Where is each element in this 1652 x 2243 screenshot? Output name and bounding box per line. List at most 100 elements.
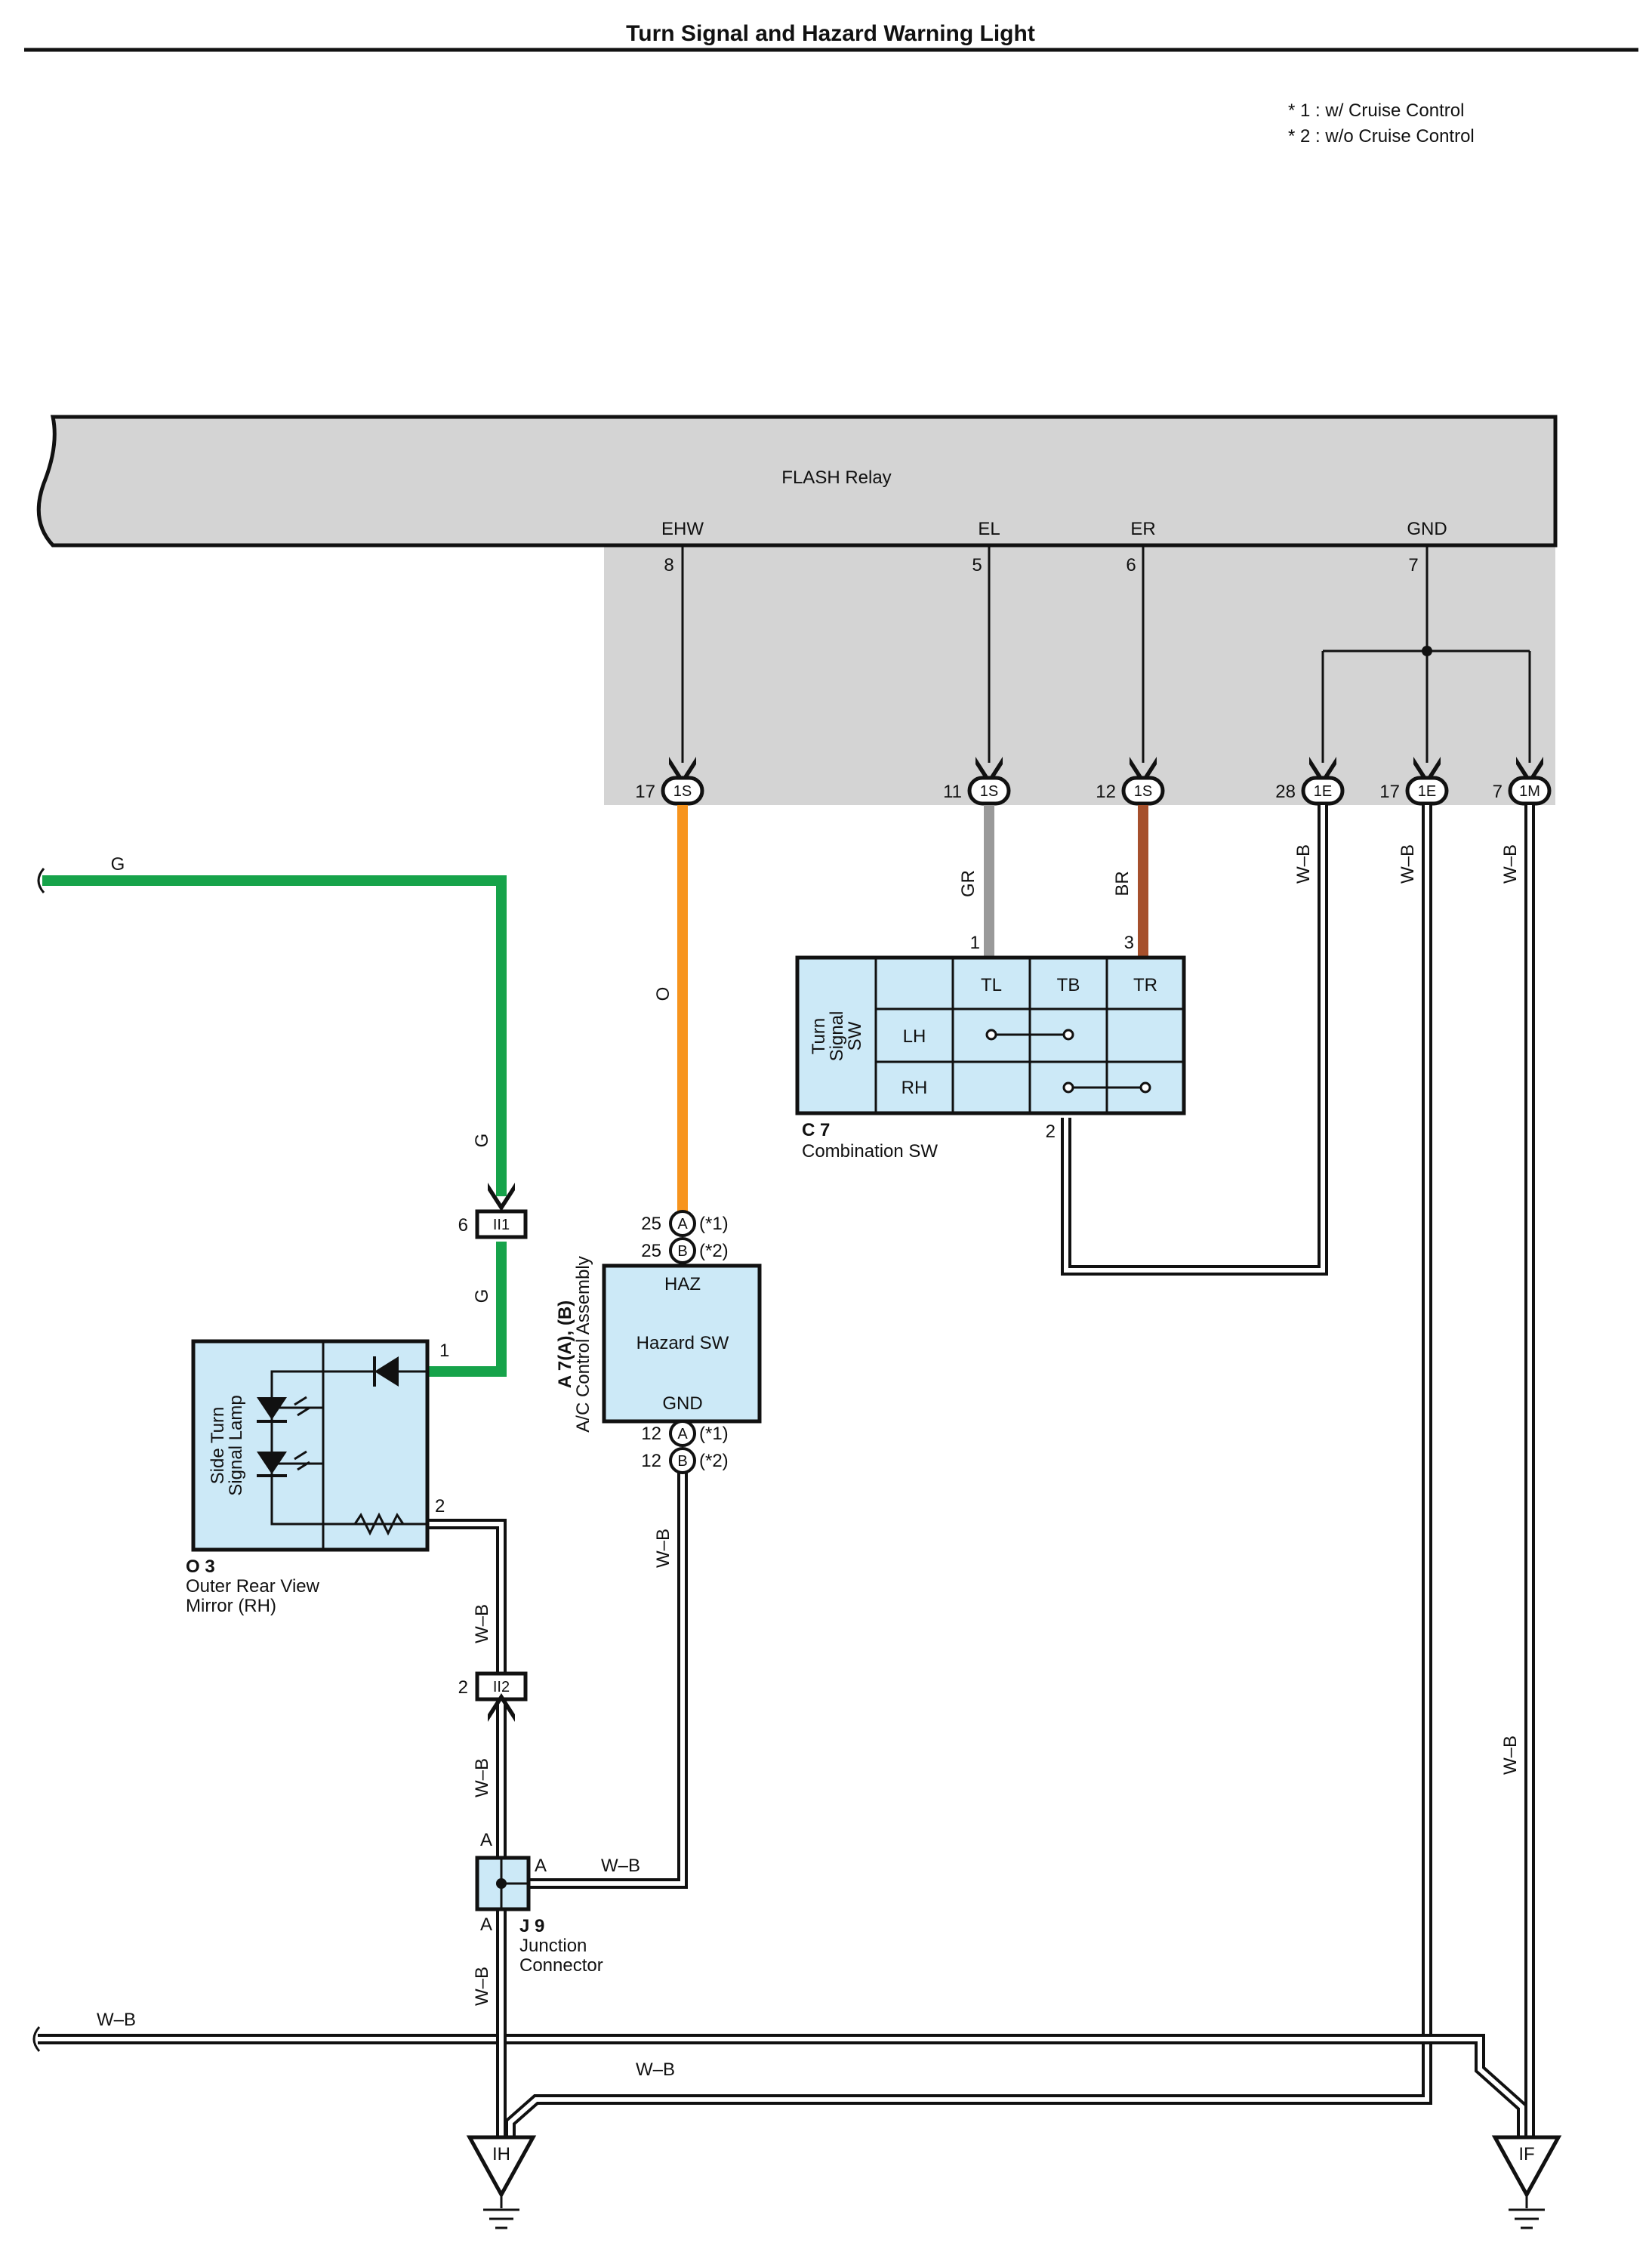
outer-mirror-side-lamp: Side Turn Signal Lamp 1 2 O 3 Outer Rear… [186,1339,449,1616]
junction-connector-1s-11: 1S 11 [943,776,1011,806]
relay-pin-7: 7 [1408,555,1418,575]
svg-text:TR: TR [1133,975,1157,995]
svg-text:Connector: Connector [519,1955,603,1976]
relay-terminal-gnd: GND [1407,519,1447,539]
svg-text:1M: 1M [1519,783,1540,800]
svg-text:2: 2 [458,1677,468,1698]
svg-text:TB: TB [1057,975,1080,995]
svg-text:11: 11 [943,782,962,802]
led-icon [257,1452,287,1474]
relay-terminal-ehw: EHW [661,519,704,539]
svg-text:A: A [480,1914,492,1935]
svg-text:Turn: Turn [809,1018,829,1054]
relay-internal-lines [681,547,1531,763]
wire-label-g-low: G [472,1289,492,1304]
relay-pin-6: 6 [1126,555,1136,575]
wire-label-wb-10: W–B [97,2010,136,2030]
combination-switch: Turn Signal SW TL TB TR LH RH 1 3 2 C 7 … [795,933,1186,1162]
wb-wires [38,805,1535,2160]
wire-label-gr: GR [958,870,979,897]
wire-label-wb-1: W–B [1293,844,1314,884]
svg-text:A: A [480,1830,492,1850]
svg-text:3: 3 [1124,933,1134,953]
svg-text:HAZ: HAZ [664,1274,701,1294]
wire-break-wb [32,2026,41,2052]
svg-text:TL: TL [981,975,1002,995]
svg-text:(*1): (*1) [699,1424,729,1444]
relay-terminal-el: EL [978,519,1000,539]
inline-connector-ii1: II1 6 [458,1183,528,1239]
wire-green-g-bottom [429,1242,507,1377]
svg-text:IH: IH [492,2144,510,2164]
wire-label-wb-8: W–B [472,1967,492,2006]
junction-connector-1e-17: 1E 17 [1379,776,1449,806]
svg-text:17: 17 [635,782,655,802]
svg-text:Signal Lamp: Signal Lamp [226,1395,246,1495]
svg-text:1: 1 [439,1341,449,1361]
wire-label-br: BR [1112,871,1133,896]
ground-ih-icon: IH [466,2135,537,2229]
svg-text:12: 12 [641,1424,661,1444]
relay-pin-5: 5 [972,555,982,575]
svg-text:1E: 1E [1314,783,1332,800]
svg-text:25: 25 [641,1241,661,1261]
note-cruise-control: * 1 : w/ Cruise Control [1288,100,1464,121]
wire-label-wb-2: W–B [1398,844,1418,884]
svg-text:Side Turn: Side Turn [208,1407,228,1485]
svg-text:RH: RH [902,1078,928,1098]
svg-text:IF: IF [1518,2144,1534,2164]
svg-text:Hazard SW: Hazard SW [636,1333,729,1353]
ground-if-icon: IF [1491,2135,1562,2229]
svg-text:A: A [677,1426,688,1442]
svg-text:B: B [677,1453,687,1470]
svg-text:1S: 1S [673,783,692,800]
svg-text:12: 12 [1096,782,1116,802]
svg-text:Combination SW: Combination SW [802,1141,938,1162]
svg-text:1S: 1S [980,783,998,800]
svg-text:B: B [677,1243,687,1260]
wire-label-wb-11: W–B [636,2059,675,2080]
wire-label-o: O [653,987,673,1001]
svg-text:(*2): (*2) [699,1451,729,1471]
svg-text:1S: 1S [1134,783,1152,800]
relay-terminal-er: ER [1130,519,1155,539]
relay-connector-area [604,542,1555,805]
wire-green-g-top [42,875,507,1196]
svg-text:GND: GND [662,1393,702,1414]
relay-ground-splice [1422,646,1432,656]
hazard-top-pins: A 25 (*1) B 25 (*2) [641,1210,729,1264]
svg-text:2: 2 [435,1496,445,1516]
wire-label-g-mid: G [472,1134,492,1148]
svg-text:28: 28 [1275,782,1296,802]
svg-text:7: 7 [1493,782,1503,802]
svg-text:1: 1 [970,933,980,953]
svg-text:II1: II1 [493,1217,510,1233]
wire-label-wb-4: W–B [1500,1735,1521,1775]
wire-break-g [37,868,45,893]
svg-text:(*2): (*2) [699,1241,729,1261]
svg-text:LH: LH [903,1026,926,1047]
relay-pin-8: 8 [664,555,673,575]
junction-connector-1s-12: 1S 12 [1096,776,1165,806]
junction-connector-1e-28: 1E 28 [1275,776,1345,806]
hazard-switch: HAZ Hazard SW GND A 7(A), (B) A/C Contro… [555,1256,762,1433]
wire-label-wb-5: W–B [653,1529,673,1568]
svg-text:2: 2 [1046,1122,1056,1142]
junction-connector-1m-7: 1M 7 [1493,776,1552,806]
svg-text:(*1): (*1) [699,1214,729,1234]
svg-text:25: 25 [641,1214,661,1234]
svg-text:II2: II2 [493,1679,510,1695]
svg-text:A/C Control Assembly: A/C Control Assembly [573,1256,593,1432]
svg-text:6: 6 [458,1215,468,1236]
wire-label-g-top: G [111,854,125,875]
svg-text:SW: SW [845,1021,865,1051]
svg-text:C 7: C 7 [802,1120,830,1140]
led-icon [257,1397,287,1420]
svg-text:Outer Rear View: Outer Rear View [186,1576,320,1597]
flash-relay-label: FLASH Relay [781,467,891,488]
svg-text:Mirror (RH): Mirror (RH) [186,1596,276,1616]
svg-text:Junction: Junction [519,1936,587,1956]
hazard-bottom-pins: A 12 (*1) B 12 (*2) [641,1420,729,1474]
svg-text:A 7(A), (B): A 7(A), (B) [555,1300,575,1388]
